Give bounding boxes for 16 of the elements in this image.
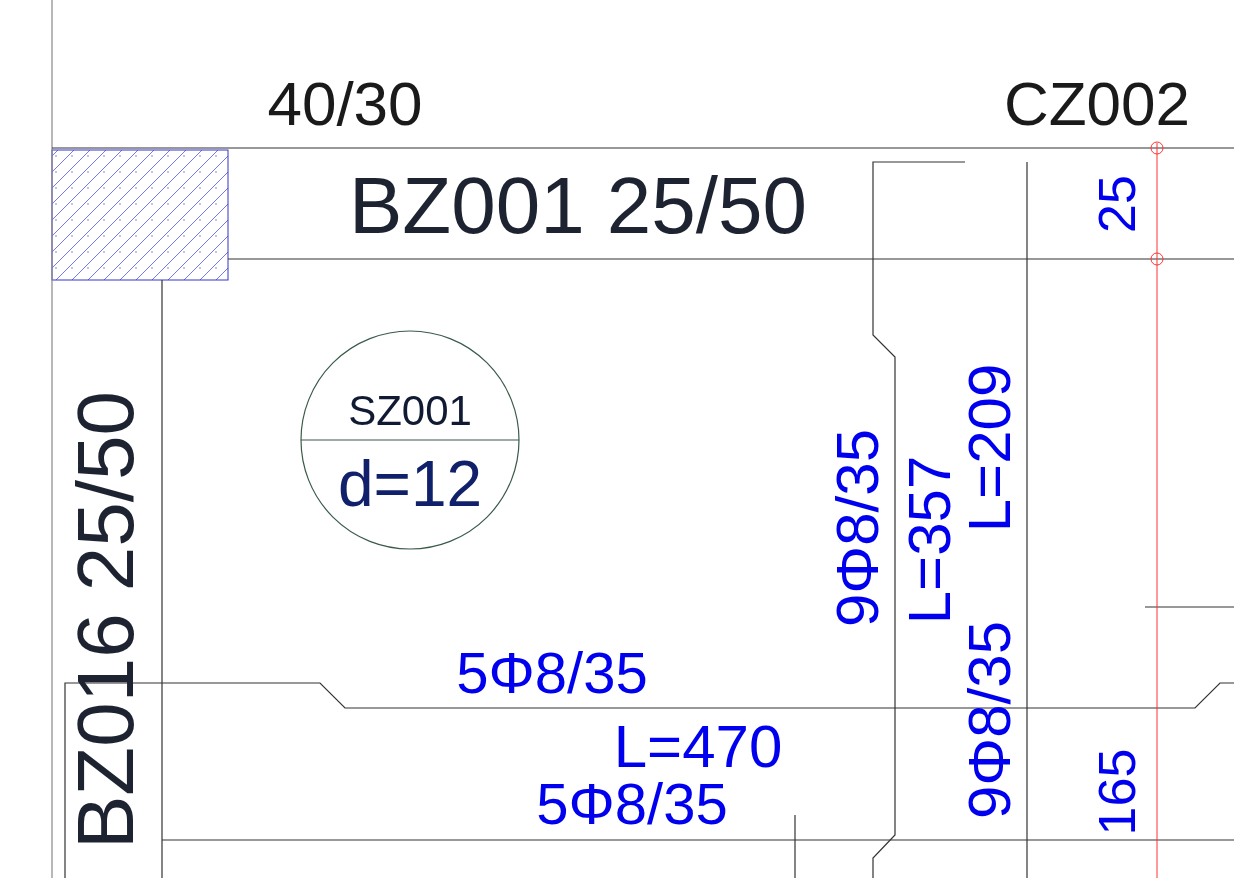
length-label: L=470 — [613, 717, 783, 777]
dimension-label: 165 — [1091, 748, 1143, 836]
column-tag-circle — [300, 330, 520, 550]
column-size: d=12 — [337, 452, 483, 516]
column-code-label: CZ002 — [1003, 73, 1191, 135]
rebar-label: 9Φ8/35 — [960, 621, 1020, 819]
rebar-label: 5Φ8/35 — [536, 775, 728, 833]
column-code: SZ001 — [348, 390, 472, 432]
rebar-label: 5Φ8/35 — [456, 644, 648, 702]
length-label: L=209 — [960, 363, 1020, 533]
length-label: L=357 — [900, 455, 960, 625]
beam-label: BZ001 25/50 — [348, 166, 808, 246]
beam-label: BZ016 25/50 — [66, 390, 146, 850]
column-size-label: 40/30 — [267, 73, 423, 135]
dimension-label: 25 — [1091, 175, 1143, 233]
rebar-label: 9Φ8/35 — [828, 429, 888, 627]
